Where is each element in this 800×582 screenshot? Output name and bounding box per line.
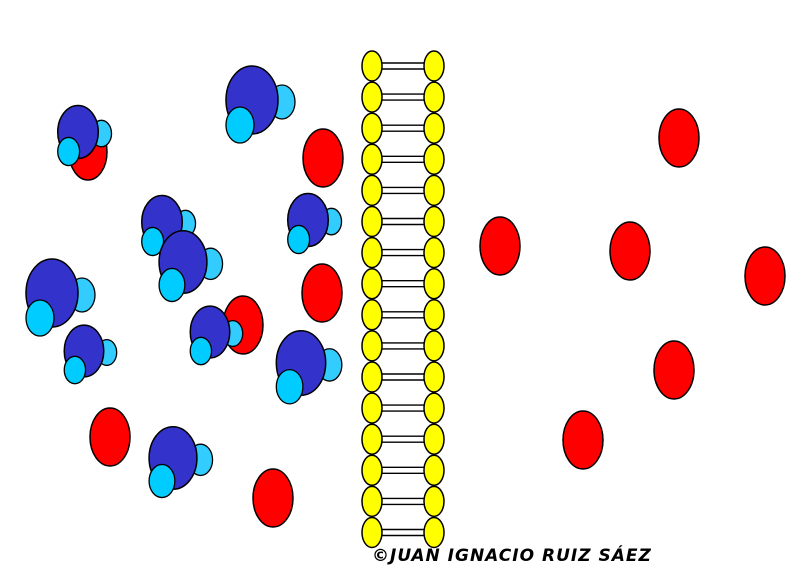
lipid-head [423,299,445,331]
water-molecule [56,104,113,167]
lipid-pair [361,81,445,113]
lipid-head [423,392,445,424]
lipid-head [361,454,383,487]
solute-particle [479,216,521,276]
lipid-pair [361,50,445,82]
lipid-head [361,50,383,82]
hydrogen-atom [189,336,213,366]
lipid-pair [361,236,445,269]
lipid-pair [361,299,445,331]
lipid-head [423,267,445,300]
lipid-head [423,236,445,269]
water-molecule [275,329,343,405]
hydrogen-atom [57,136,81,167]
lipid-head [361,330,383,362]
lipid-head [423,112,445,144]
hydrogen-atom [148,463,176,499]
water-molecule [63,324,118,385]
solute-particle [301,263,343,323]
lipid-pair [361,454,445,487]
lipid-head [361,485,383,518]
lipid-head [423,174,445,207]
lipid-pair [361,330,445,362]
lipid-head [423,81,445,113]
lipid-pair [361,361,445,393]
lipid-head [361,423,383,455]
water-molecule [25,258,96,337]
hydrogen-atom [63,355,87,385]
lipid-pair [361,423,445,455]
lipid-pair [361,205,445,238]
lipid-head [361,81,383,113]
lipid-head [423,423,445,455]
lipid-pair [361,267,445,300]
lipid-head [423,205,445,238]
solute-particle [653,340,695,400]
lipid-head [423,50,445,82]
lipid-head [361,205,383,238]
hydrogen-atom [287,224,311,255]
water-molecule [286,192,343,255]
solute-particle [252,468,294,528]
lipid-head [361,267,383,300]
lipid-head [423,330,445,362]
water-molecule [225,65,296,144]
solute-particle [562,410,604,470]
lipid-head [423,485,445,518]
lipid-pair [361,174,445,207]
lipid-pair [361,143,445,176]
lipid-head [423,361,445,393]
solute-particle [609,221,651,281]
lipid-head [361,516,383,549]
hydrogen-atom [225,106,255,144]
water-molecule [158,229,224,303]
lipid-head [361,361,383,393]
solute-particle [744,246,786,306]
lipid-head [361,392,383,424]
hydrogen-atom [141,226,165,257]
lipid-pair [361,516,445,549]
lipid-head [423,516,445,549]
lipid-head [423,454,445,487]
solute-particles [68,108,786,528]
lipid-head [361,299,383,331]
water-molecule [148,425,214,499]
lipid-head [361,174,383,207]
water-molecules [25,65,343,499]
lipid-pair [361,485,445,518]
hydrogen-atom [158,267,186,303]
copyright-credit: ©JUAN IGNACIO RUIZ SÁEZ [372,546,652,566]
lipid-head [361,143,383,176]
lipid-pair [361,112,445,144]
solute-particle [89,407,131,467]
hydrogen-atom [25,299,55,337]
lipid-head [361,236,383,269]
lipid-pair [361,392,445,424]
solute-particle [658,108,700,168]
hydrogen-atom [275,368,304,405]
solute-particle [302,128,344,188]
lipid-head [423,143,445,176]
lipid-bilayer-membrane [361,50,445,549]
water-molecule [189,305,244,366]
lipid-head [361,112,383,144]
